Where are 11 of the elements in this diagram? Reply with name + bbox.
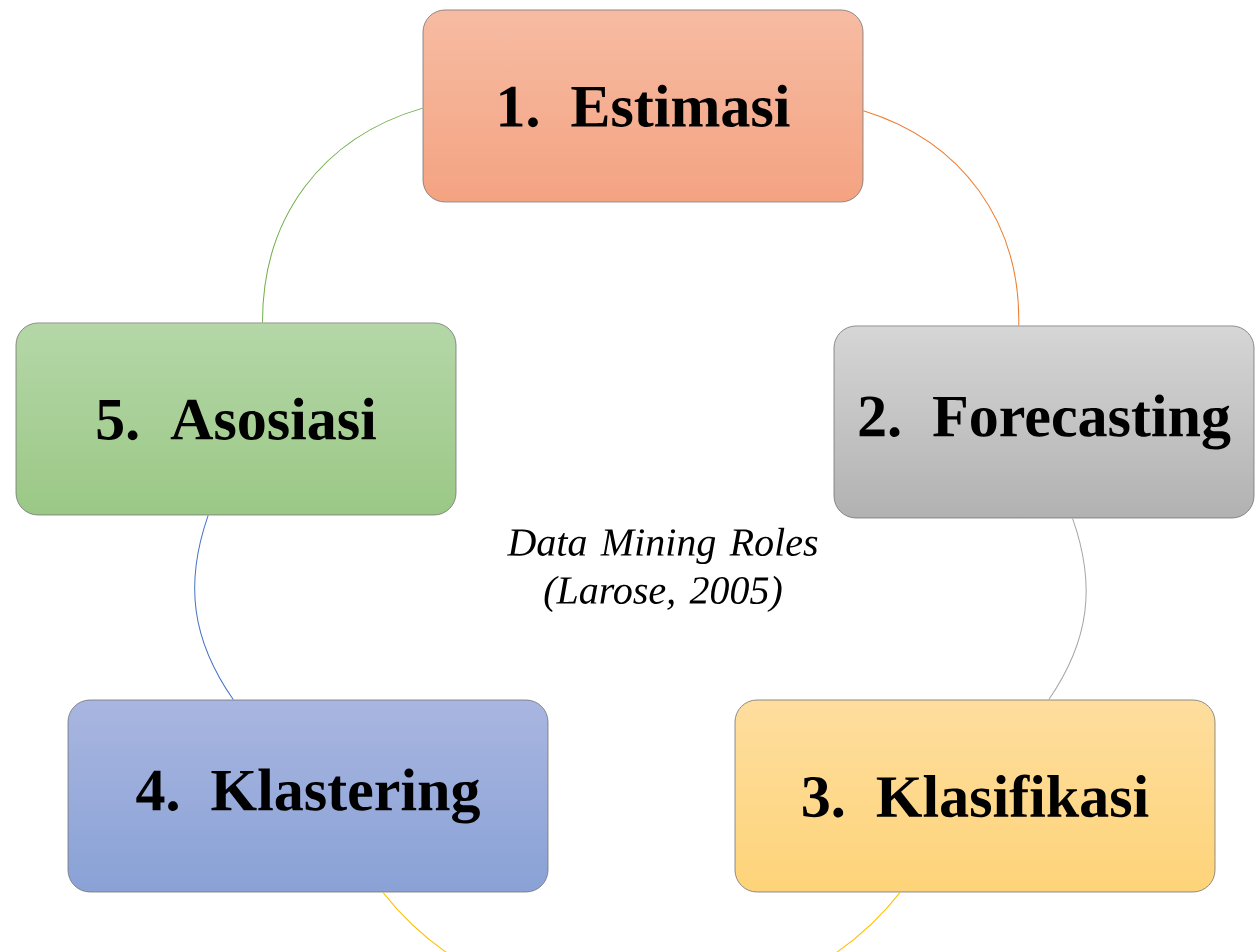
rounded-box: 4. Klastering [67, 699, 549, 893]
rounded-box: 1. Estimasi [422, 9, 864, 203]
arc-connector [1048, 517, 1087, 701]
rounded-box: 2. Forecasting [833, 325, 1255, 519]
arc-connector [862, 110, 1020, 327]
rounded-box: 3. Klasifikasi [734, 699, 1216, 893]
caption-text: Data Mining Roles (Larose, 2005) [507, 527, 818, 613]
arc-connector [194, 514, 234, 701]
arc-connector [382, 891, 901, 952]
arc-connector [262, 107, 424, 324]
rounded-box: 5. Asosiasi [15, 322, 457, 516]
